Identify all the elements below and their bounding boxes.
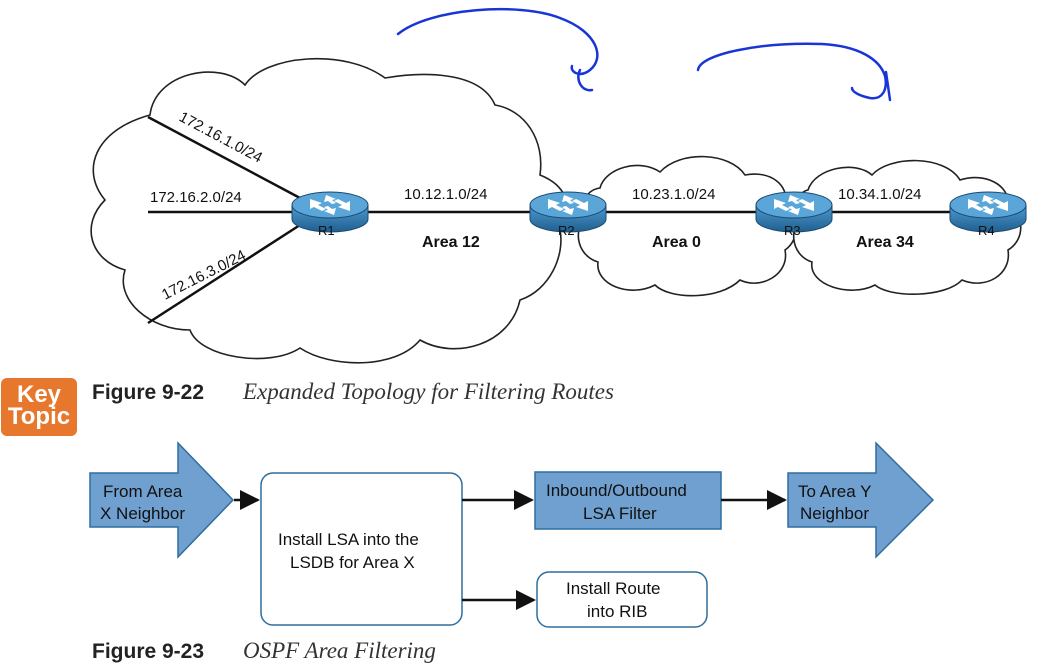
router-r3: R3 <box>755 191 833 238</box>
figure-9-22-number: Figure 9-22 <box>92 381 205 404</box>
router-r1-label: R1 <box>318 223 335 238</box>
area12-label: Area 12 <box>422 234 480 251</box>
figure-9-23-number: Figure 9-23 <box>92 640 205 663</box>
area0-cloud <box>577 155 798 297</box>
key-topic-line1: Key <box>16 381 62 408</box>
key-topic-line2: Topic <box>7 403 71 430</box>
from-area-line2: X Neighbor <box>100 504 185 523</box>
link23-label: 10.23.1.0/24 <box>632 186 715 203</box>
rib-line2: into RIB <box>587 602 647 621</box>
install-lsa-box <box>260 472 463 626</box>
link34-label: 10.34.1.0/24 <box>838 186 921 203</box>
install-lsa-line1: Install LSA into the <box>278 530 419 549</box>
net2-label: 172.16.2.0/24 <box>150 189 242 206</box>
net3-link <box>147 223 301 325</box>
router-r4-label: R4 <box>978 223 995 238</box>
router-r2-label: R2 <box>558 223 575 238</box>
key-topic-badge: Key Topic <box>1 378 77 436</box>
annotation-scribble-2 <box>696 42 892 102</box>
lsa-filter-box <box>534 471 722 530</box>
router-r1: R1 <box>291 191 369 238</box>
rib-line1: Install Route <box>566 579 661 598</box>
to-area-line1: To Area Y <box>798 482 871 501</box>
area0-label: Area 0 <box>652 234 701 251</box>
area34-cloud <box>792 159 1022 295</box>
net1-link <box>147 115 301 200</box>
to-area-line2: Neighbor <box>800 504 869 523</box>
router-r2: R2 <box>529 191 607 238</box>
filter-line2: LSA Filter <box>583 504 657 523</box>
filter-line1: Inbound/Outbound <box>546 481 687 500</box>
link12-label: 10.12.1.0/24 <box>404 186 487 203</box>
install-lsa-line2: LSDB for Area X <box>290 553 415 572</box>
router-r4: R4 <box>949 191 1027 238</box>
figure-9-23-title: OSPF Area Filtering <box>243 638 436 663</box>
router-r3-label: R3 <box>784 223 801 238</box>
figure-9-22-title: Expanded Topology for Filtering Routes <box>243 379 614 404</box>
from-area-arrow <box>89 441 235 559</box>
to-area-arrow <box>787 441 935 559</box>
from-area-line1: From Area <box>103 482 183 501</box>
install-route-box <box>536 571 708 628</box>
annotation-scribble-1 <box>396 7 599 92</box>
area34-label: Area 34 <box>856 234 914 251</box>
